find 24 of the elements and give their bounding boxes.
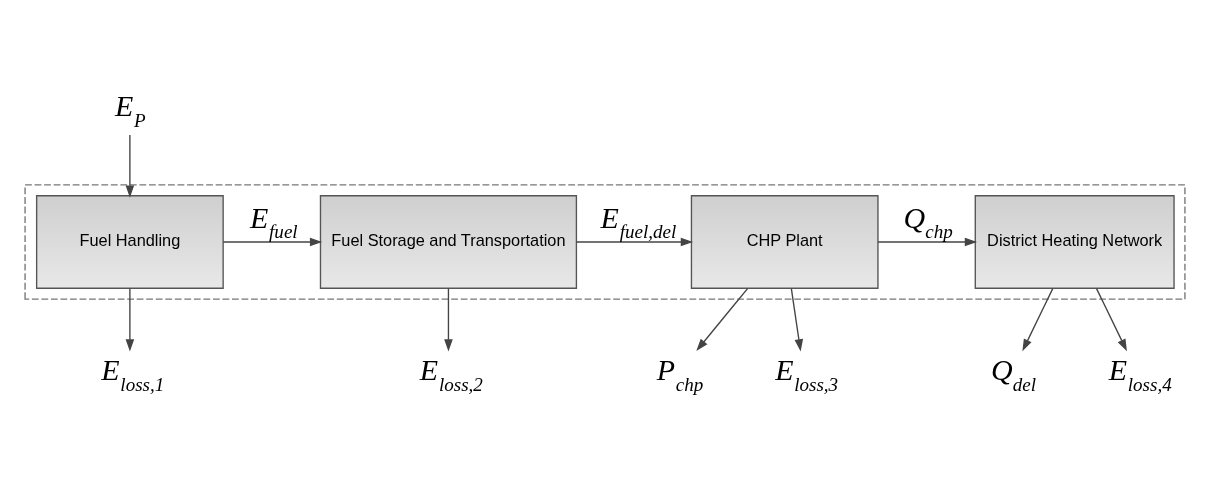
arrow: [575, 237, 693, 247]
arrow: [125, 134, 135, 198]
arrow: [1095, 287, 1127, 352]
node-box: CHP Plant: [690, 195, 879, 289]
arrow: [222, 237, 323, 247]
node-text: E$_{P}$: [114, 89, 146, 131]
node-text: E$_{loss,4}$: [1108, 353, 1172, 395]
arrow: [696, 287, 749, 352]
edge-label: E$_{fuel,del}$: [600, 200, 677, 243]
node-box: Fuel Handling: [35, 195, 224, 289]
node-text: E$_{loss,3}$: [775, 353, 839, 395]
arrow: [125, 287, 135, 352]
node-box: Fuel Storage and Transportation: [319, 195, 578, 289]
node-box: District Heating Network: [974, 195, 1175, 289]
node-text: Q$_{del}$: [990, 353, 1036, 395]
edge-label: Q$_{chp}$: [903, 200, 953, 243]
arrow: [1022, 287, 1054, 352]
edge-label: E$_{fuel}$: [250, 200, 298, 243]
arrow: [877, 237, 978, 247]
arrow: [444, 287, 453, 352]
node-text: P$_{chp}$: [656, 353, 704, 395]
node-text: E$_{loss,1}$: [101, 353, 165, 395]
arrow: [790, 287, 804, 352]
node-text: E$_{loss,2}$: [419, 353, 483, 395]
